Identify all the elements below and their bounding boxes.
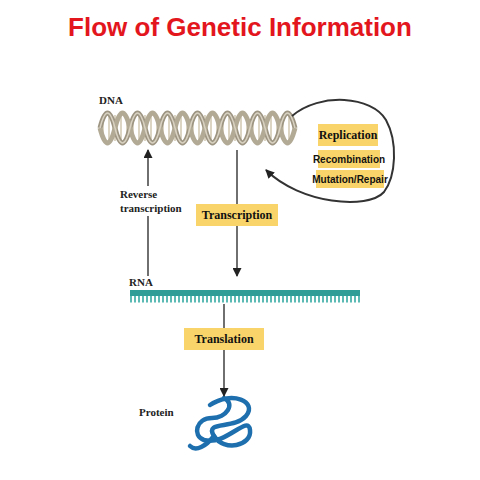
process-label: Translation bbox=[194, 332, 253, 347]
title: Flow of Genetic Information bbox=[0, 12, 480, 43]
process-label: Recombination bbox=[313, 154, 385, 165]
helix-highlight bbox=[100, 113, 295, 143]
protein-ribbon bbox=[197, 398, 250, 445]
helix-strand bbox=[100, 113, 295, 143]
protein-ribbon bbox=[190, 436, 214, 448]
molecule-label: Protein bbox=[139, 406, 174, 418]
process-label: Mutation/Repair bbox=[312, 174, 388, 185]
flow-arrow bbox=[223, 304, 224, 396]
molecule-label: RNA bbox=[129, 276, 153, 288]
process-label: Transcription bbox=[202, 208, 272, 223]
rna-backbone bbox=[130, 290, 360, 296]
process-box: Translation bbox=[184, 328, 264, 350]
edge-label: Reverse transcription bbox=[120, 186, 196, 216]
process-box: Transcription bbox=[196, 204, 278, 226]
molecule-label: DNA bbox=[99, 94, 123, 106]
replication-loop bbox=[266, 100, 394, 202]
process-label: Replication bbox=[319, 128, 378, 143]
helix-strand bbox=[100, 113, 295, 143]
rna-bases bbox=[130, 296, 360, 303]
process-box: Recombination bbox=[318, 150, 380, 168]
dna-molecule: DNA bbox=[95, 94, 310, 150]
process-box: Mutation/Repair bbox=[316, 170, 384, 188]
process-box: Replication bbox=[318, 124, 378, 146]
rna-molecule: RNA bbox=[125, 276, 365, 304]
protein-molecule: Protein bbox=[135, 396, 260, 454]
